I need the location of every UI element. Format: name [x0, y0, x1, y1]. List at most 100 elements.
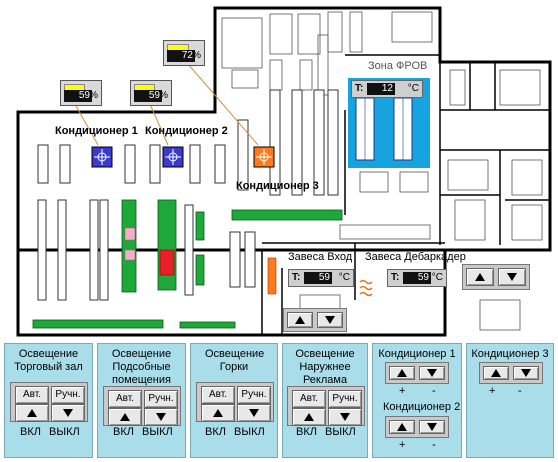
panel-light-slides: Освещение Горки Авт. Ручн. ВКЛ ВЫКЛ [190, 343, 278, 458]
curtain-heater-entrance [267, 257, 277, 295]
floor-plan [16, 6, 552, 337]
ac2-down-button[interactable] [419, 420, 445, 434]
arrow-up-icon [120, 413, 130, 421]
ac3-label: Кондиционер 3 [236, 180, 319, 192]
arrow-up-icon [491, 369, 501, 377]
humidity-unit: % [89, 90, 98, 101]
ac3-minus-label: - [518, 385, 522, 397]
on-label: ВКЛ [296, 426, 317, 438]
on-button[interactable] [108, 408, 142, 426]
curtain-dock-up-button[interactable] [466, 268, 494, 286]
panel-light-aux: Освещение Подсобные помещения Авт. Ручн.… [97, 343, 186, 458]
arrow-down-icon [427, 369, 437, 377]
temp-entrance: T: 59 °C [288, 269, 354, 287]
on-label: ВКЛ [113, 426, 134, 438]
off-label: ВЫКЛ [142, 426, 173, 438]
panel-ac3: Кондиционер 3 + - [466, 343, 554, 458]
curtain-dock-controls [462, 264, 530, 290]
temp-dock: T: 59 °C [387, 269, 447, 287]
on-button[interactable] [15, 404, 49, 422]
ac1-marker [91, 146, 113, 168]
off-label: ВЫКЛ [325, 426, 356, 438]
on-label: ВКЛ [205, 426, 226, 438]
panel-ac1-ac2: Кондиционер 1 + - Кондиционер 2 + - [372, 343, 462, 458]
temp-unit: °C [431, 272, 443, 283]
ac2-up-button[interactable] [389, 420, 415, 434]
ac1-up-button[interactable] [389, 366, 415, 380]
arrow-up-icon [295, 316, 305, 324]
auto-button[interactable]: Авт. [292, 390, 326, 408]
ac3-down-button[interactable] [513, 366, 539, 380]
temp-value: 59 [304, 272, 332, 284]
auto-button[interactable]: Авт. [15, 386, 49, 404]
humidity-value: 59 [134, 90, 162, 102]
on-button[interactable] [292, 408, 326, 426]
ac2-label: Кондиционер 2 [145, 125, 228, 137]
ac1-label: Кондиционер 1 [55, 125, 138, 137]
arrow-down-icon [156, 413, 166, 421]
off-button[interactable] [144, 408, 178, 426]
arrow-down-icon [427, 423, 437, 431]
on-button[interactable] [201, 404, 235, 422]
ac3-title: Кондиционер 3 [471, 348, 549, 360]
arrow-down-icon [521, 369, 531, 377]
humidity-sensor-mid: 59 % [130, 80, 172, 106]
temp-unit: °C [407, 83, 419, 94]
temp-label: T: [292, 272, 301, 283]
ac1-down-button[interactable] [419, 366, 445, 380]
curtain-entrance-controls [283, 308, 347, 332]
manual-button[interactable]: Ручн. [328, 390, 362, 408]
off-label: ВЫКЛ [234, 426, 265, 438]
mode-controls: Авт. Ручн. [196, 382, 274, 422]
auto-button[interactable]: Авт. [108, 390, 142, 408]
ac2-title: Кондиционер 2 [383, 401, 461, 413]
panel-light-ad: Освещение Наружнее Реклама Авт. Ручн. ВК… [282, 343, 368, 458]
ac1-controls [385, 362, 449, 384]
ac1-title: Кондиционер 1 [378, 348, 456, 360]
temp-frov: T: 12 °C [351, 80, 423, 98]
temp-label: T: [391, 272, 400, 283]
panel-title: Освещение Наружнее Реклама [295, 348, 355, 386]
mode-controls: Авт. Ручн. [103, 386, 181, 426]
ac2-minus-label: - [432, 439, 436, 451]
arrow-down-icon [340, 413, 350, 421]
off-label: ВЫКЛ [49, 426, 80, 438]
arrow-down-icon [249, 409, 259, 417]
arrow-down-icon [507, 273, 517, 281]
humidity-sensor-top: 72 % [163, 40, 205, 66]
ac3-controls [479, 362, 543, 384]
panel-title: Освещение Горки [205, 348, 265, 373]
manual-button[interactable]: Ручн. [51, 386, 85, 404]
arrow-up-icon [213, 409, 223, 417]
curtain-dock-down-button[interactable] [498, 268, 526, 286]
ac2-plus-label: + [399, 439, 406, 451]
temp-label: T: [355, 83, 364, 94]
ac2-marker [162, 146, 184, 168]
curtain-entrance-down-button[interactable] [317, 312, 343, 328]
curtain-entrance-up-button[interactable] [287, 312, 313, 328]
humidity-value: 72 [167, 50, 195, 62]
curtain-dock-label: Завеса Дебаркадер [365, 251, 466, 263]
off-button[interactable] [51, 404, 85, 422]
zone-frov-label: Зона ФРОВ [368, 60, 428, 72]
ac1-plus-label: + [399, 385, 406, 397]
arrow-up-icon [397, 369, 407, 377]
panel-title: Освещение Подсобные помещения [111, 348, 172, 386]
off-button[interactable] [237, 404, 271, 422]
panel-title: Освещение Торговый зал [14, 348, 83, 373]
arrow-down-icon [325, 316, 335, 324]
ac3-plus-label: + [489, 385, 496, 397]
manual-button[interactable]: Ручн. [237, 386, 271, 404]
ac3-up-button[interactable] [483, 366, 509, 380]
manual-button[interactable]: Ручн. [144, 390, 178, 408]
temp-unit: °C [338, 272, 350, 283]
arrow-up-icon [475, 273, 485, 281]
arrow-down-icon [63, 409, 73, 417]
arrow-up-icon [304, 413, 314, 421]
off-button[interactable] [328, 408, 362, 426]
temp-value: 59 [403, 272, 431, 284]
ac3-marker [253, 146, 275, 168]
temp-value: 12 [367, 83, 395, 95]
humidity-sensor-left: 59 % [60, 80, 102, 106]
auto-button[interactable]: Авт. [201, 386, 235, 404]
